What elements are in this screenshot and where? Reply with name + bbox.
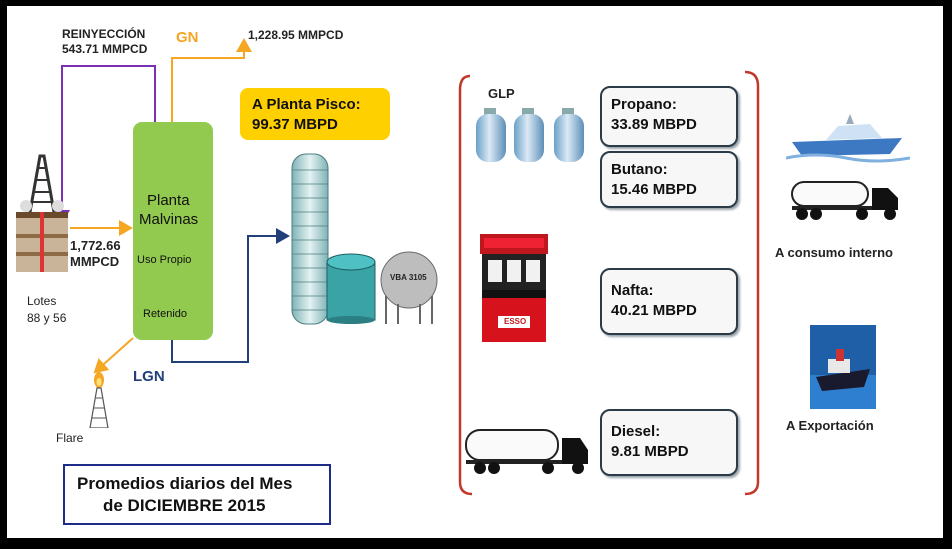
consumo-interno-label: A consumo interno [775,245,893,260]
product-value: 40.21 MBPD [611,302,697,319]
truck-icon [791,181,898,220]
oil-derrick-icon [16,154,68,272]
product-name: Propano: [611,96,677,113]
plant-name-2: Malvinas [139,211,199,228]
reinjection-value: 543.71 MMPCD [62,42,148,56]
product-value: 15.46 MBPD [611,181,697,198]
feed-value: 1,772.66 [70,238,121,253]
lgn-line [171,228,290,363]
lgn-label: LGN [133,368,165,385]
product-value: 9.81 MBPD [611,443,689,460]
pisco-label: A Planta Pisco: [252,96,361,113]
export-ship-icon [810,325,876,409]
plant-uso-propio: Uso Propio [137,254,192,266]
gn-label: GN [176,29,199,46]
reinjection-label: REINYECCIÓN [62,27,146,41]
product-box-propano: Propano: 33.89 MBPD [600,86,738,147]
glp-label: GLP [488,86,515,101]
gn-value: 1,228.95 MMPCD [248,28,344,42]
planta-malvinas: Planta Malvinas Uso Propio Retenido [133,122,213,340]
gn-line [171,38,252,122]
tanker-truck-icon [465,429,588,474]
pisco-value: 99.37 MBPD [252,116,338,133]
pump-logo: ESSO [504,317,527,326]
flare-icon [89,372,109,428]
tanker-ship-icon [786,114,910,163]
bracket-left [458,74,473,496]
feed-unit: MMPCD [70,254,120,269]
summary-line-2: de DICIEMBRE 2015 [103,496,266,515]
product-box-nafta: Nafta: 40.21 MBPD [600,268,738,335]
bracket-right [744,70,760,496]
product-name: Butano: [611,161,668,178]
product-box-diesel: Diesel: 9.81 MBPD [600,409,738,476]
product-name: Nafta: [611,282,654,299]
plant-name-1: Planta [147,192,190,209]
summary-line-1: Promedios diarios del Mes [77,474,293,493]
lotes-number: 88 y 56 [27,311,67,325]
sphere-tank-icon [380,251,438,324]
storage-tank-icon [326,253,376,324]
reinjection-line [54,65,156,224]
planta-pisco-box: A Planta Pisco: 99.37 MBPD [240,88,390,140]
gas-cylinders-icon [476,108,584,162]
product-name: Diesel: [611,423,661,440]
distillation-column-icon [291,153,329,325]
plant-retenido: Retenido [143,308,188,320]
flare-label: Flare [56,431,84,445]
fuel-pump-icon [480,234,548,342]
product-box-butano: Butano: 15.46 MBPD [600,151,738,208]
flare-line [93,337,134,374]
product-value: 33.89 MBPD [611,116,697,133]
tank-label: VBA 3105 [390,273,427,282]
summary-box: Promedios diarios del Mes de DICIEMBRE 2… [63,464,331,525]
lotes-label: Lotes [27,294,57,308]
exportacion-label: A Exportación [786,418,874,433]
